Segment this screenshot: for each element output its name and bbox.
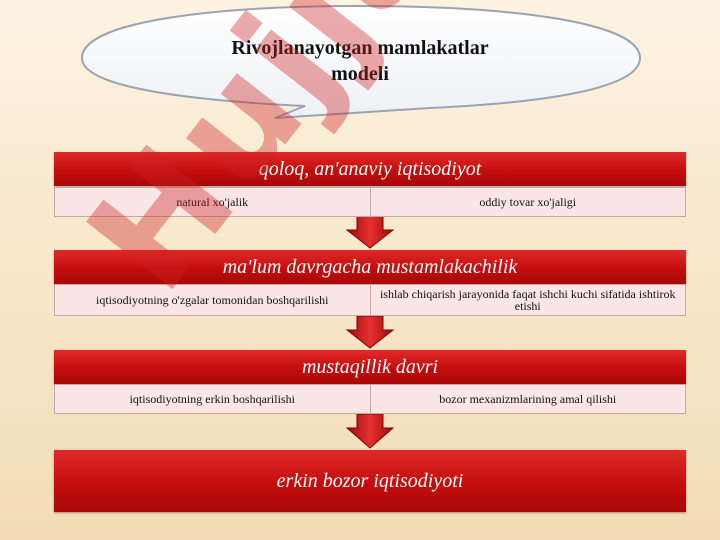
down-arrow-3 (345, 413, 395, 449)
speech-bubble-shape (80, 4, 642, 119)
stage-1-cell-right: oddiy tovar xo'jaligi (369, 188, 686, 216)
stage-1-heading: qoloq, an'anaviy iqtisodiyot (54, 152, 686, 186)
down-arrow-2 (345, 315, 395, 349)
stage-3-heading: mustaqillik davri (54, 350, 686, 384)
stage-2-cell-left: iqtisodiyotning o'zgalar tomonidan boshq… (96, 293, 329, 307)
title-line-2: modeli (331, 63, 389, 85)
stage-1-cell-left: natural xo'jalik (176, 195, 249, 209)
stage-2-heading: ma'lum davrgacha mustamlakachilik (54, 250, 686, 284)
stage-3-details: iqtisodiyotning erkin boshqarilishi bozo… (54, 384, 686, 414)
final-stage: erkin bozor iqtisodiyoti (54, 450, 686, 512)
stage-3-cell-right: bozor mexanizmlarining amal qilishi (369, 385, 686, 413)
title-line-1: Rivojlanayotgan mamlakatlar (231, 37, 489, 59)
title-bubble: Rivojlanayotgan mamlakatlar modeli (0, 0, 720, 130)
stage-1-details: natural xo'jalik oddiy tovar xo'jaligi (54, 187, 686, 217)
stage-3-cell-left: iqtisodiyotning erkin boshqarilishi (129, 392, 295, 406)
stage-2-cell-right: ishlab chiqarish jarayonida faqat ishchi… (369, 285, 686, 315)
down-arrow-1 (345, 215, 395, 249)
diagram-title: Rivojlanayotgan mamlakatlar modeli (150, 35, 570, 87)
stage-2-details: iqtisodiyotning o'zgalar tomonidan boshq… (54, 284, 686, 316)
